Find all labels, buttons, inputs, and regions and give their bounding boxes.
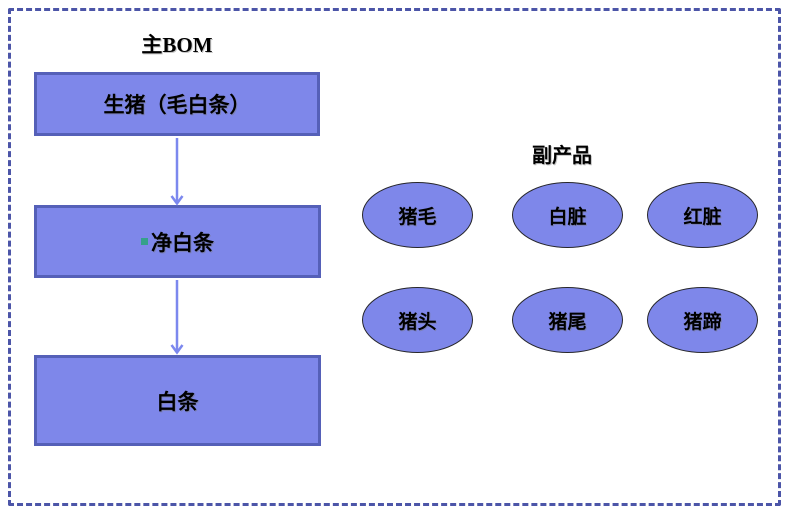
node-label: 生猪（毛白条） — [103, 93, 251, 117]
node-label: 净白条 — [151, 230, 214, 255]
byproduct-pig-trotter: 猪蹄 — [647, 287, 758, 353]
ellipse-label: 猪头 — [398, 311, 437, 333]
byproduct-pig-head: 猪头 — [362, 287, 473, 353]
bom-node-raw-pig: 生猪（毛白条） — [34, 72, 320, 136]
byproduct-pig-tail: 猪尾 — [512, 287, 623, 353]
byproduct-pig-hair: 猪毛 — [362, 182, 473, 248]
square-bullet-icon — [141, 238, 148, 245]
bom-node-carcass: 白条 — [34, 355, 321, 446]
ellipse-label: 猪蹄 — [683, 311, 722, 333]
byproduct-white-organs: 白脏 — [512, 182, 623, 248]
main-bom-title: 主BOM — [141, 33, 213, 57]
node-label: 白条 — [156, 389, 199, 414]
ellipse-label: 红脏 — [683, 206, 722, 228]
byproducts-title: 副产品 — [532, 145, 592, 167]
bom-node-net-carcass: 净白条 — [34, 205, 321, 278]
byproduct-red-organs: 红脏 — [647, 182, 758, 248]
ellipse-label: 猪毛 — [398, 206, 437, 228]
diagram-frame — [8, 8, 781, 506]
ellipse-label: 猪尾 — [548, 311, 587, 333]
ellipse-label: 白脏 — [548, 206, 587, 228]
